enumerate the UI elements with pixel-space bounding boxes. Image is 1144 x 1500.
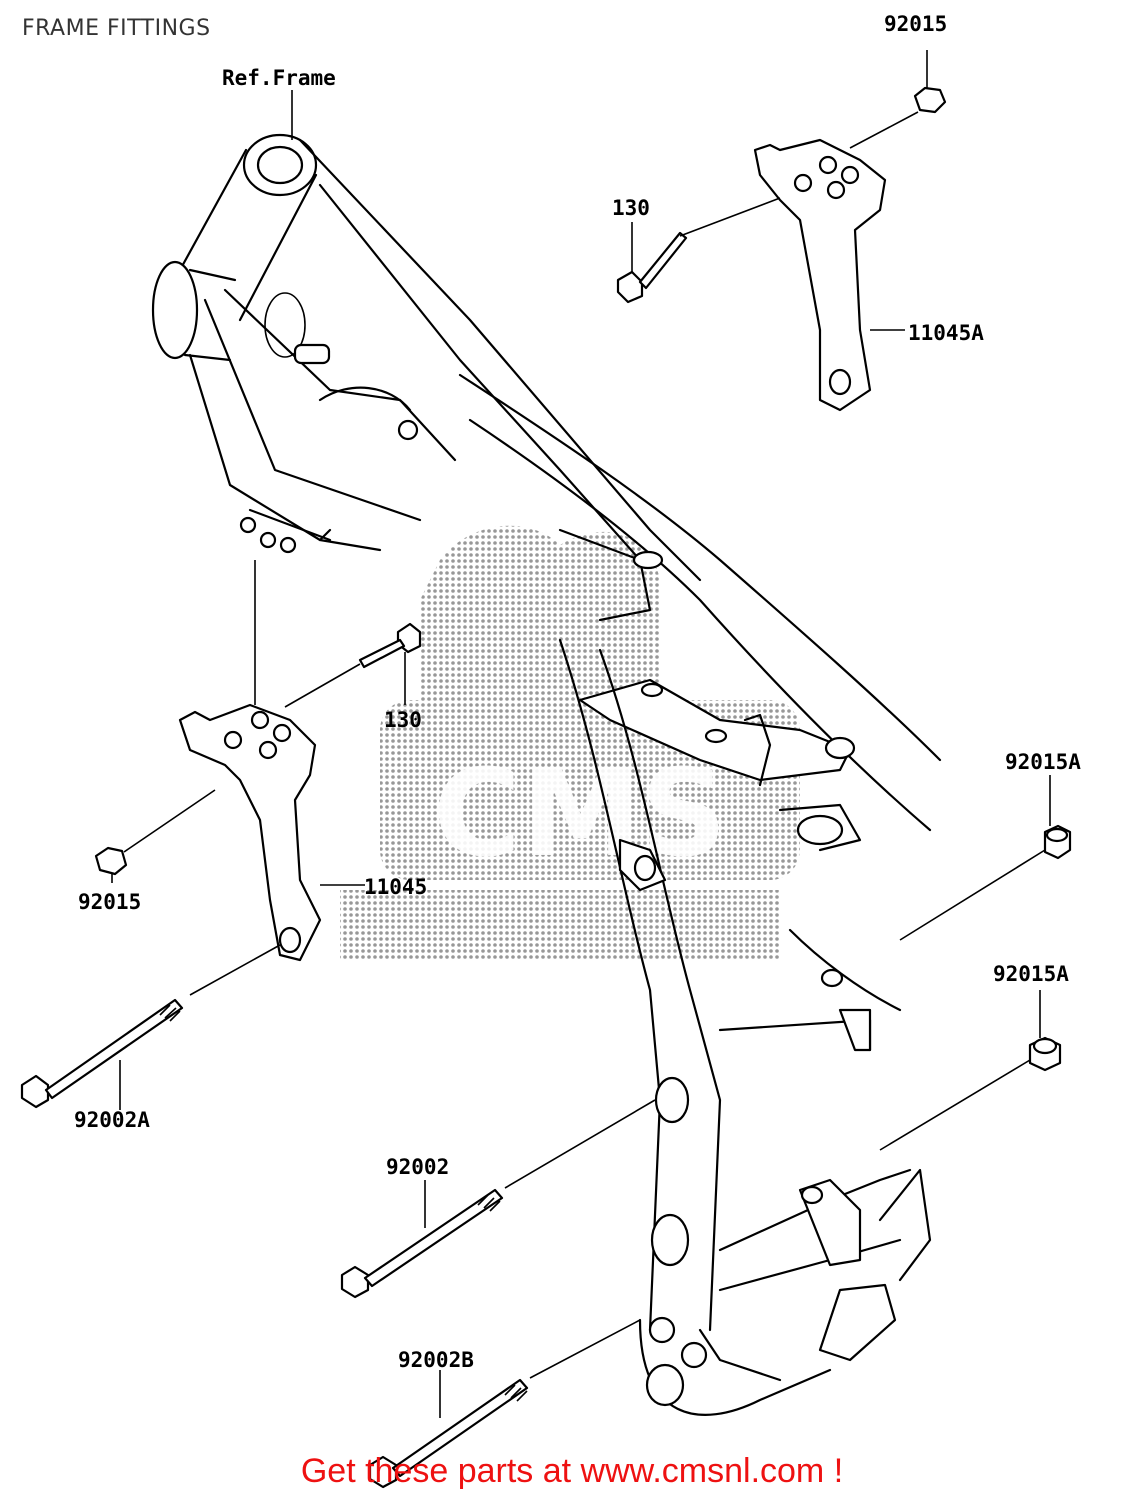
callout-92015-left: 92015: [78, 890, 142, 914]
callout-130-top: 130: [612, 196, 650, 220]
nut-92015-top: [849, 50, 947, 149]
footer-link-text[interactable]: Get these parts at www.cmsnl.com !: [300, 1452, 844, 1490]
nut-92015a-upper: [899, 775, 1072, 941]
callout-ref-frame: Ref.Frame: [222, 66, 336, 90]
bracket-11045: [178, 560, 365, 962]
page-title: FRAME FITTINGS: [22, 16, 211, 41]
bolt-92002a: [20, 944, 281, 1110]
bolt-130-mid: [284, 622, 422, 708]
nut-92015a-lower: [879, 990, 1062, 1151]
bracket-11045a: [753, 138, 905, 412]
callout-92015-top: 92015: [884, 12, 948, 36]
bolt-92002b: [368, 1319, 641, 1489]
bolt-92002: [340, 1099, 656, 1299]
callout-92015a-lower: 92015A: [993, 962, 1069, 986]
bolt-130-top: [616, 197, 781, 304]
callout-11045a: 11045A: [908, 321, 984, 345]
callout-130-mid: 130: [384, 708, 422, 732]
callout-92015a-upper: 92015A: [1005, 750, 1081, 774]
callout-92002: 92002: [386, 1155, 450, 1179]
callout-92002a: 92002A: [74, 1108, 150, 1132]
main-frame: [151, 133, 942, 1416]
nut-92015-left: [94, 789, 216, 883]
callout-11045: 11045: [364, 875, 428, 899]
svg-text:CMS: CMS: [433, 745, 727, 884]
callout-92002b: 92002B: [398, 1348, 474, 1372]
